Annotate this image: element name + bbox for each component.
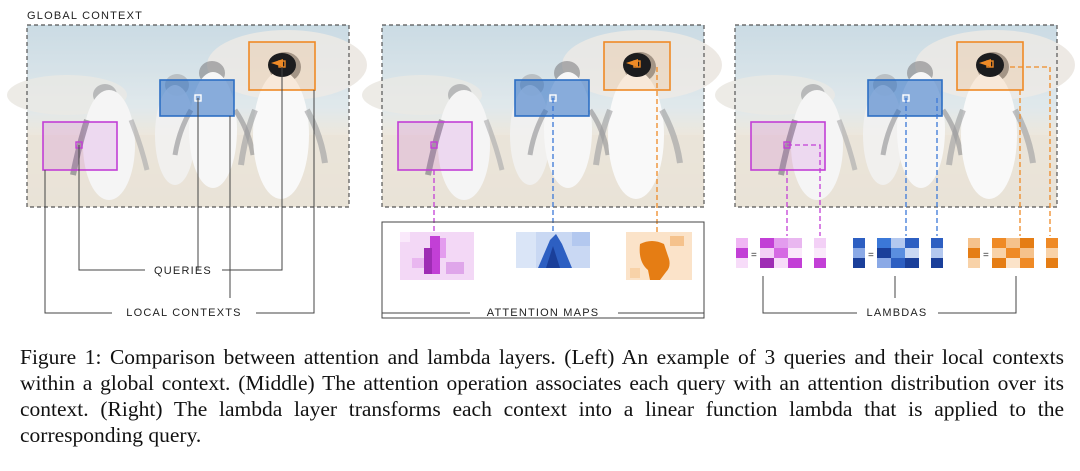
attention-map-orange — [626, 232, 692, 280]
lambda-image-frame — [734, 24, 1058, 208]
lambda-image — [715, 25, 1075, 207]
local-context-magenta — [42, 121, 118, 171]
global-context-frame — [26, 24, 350, 208]
svg-text:=: = — [868, 250, 874, 261]
lambda-blue: = — [853, 238, 943, 268]
queries-label: QUERIES — [154, 265, 212, 277]
global-context-image — [7, 25, 367, 207]
attention-maps-box — [381, 221, 705, 319]
figure-1: GLOBAL CONTEXT QUERIES LOCAL CONTEXTS — [0, 10, 1080, 319]
figure-caption: Figure 1: Comparison between attention a… — [20, 345, 1064, 447]
svg-text:=: = — [983, 250, 989, 261]
svg-text:=: = — [751, 250, 757, 261]
lambda-magenta: = — [736, 238, 826, 268]
attention-maps-label: ATTENTION MAPS — [487, 307, 600, 319]
lambdas-bracket — [762, 276, 1017, 314]
global-context-label: GLOBAL CONTEXT — [27, 10, 143, 22]
lambda-orange: = — [968, 238, 1058, 268]
queries-bracket — [78, 67, 283, 271]
local-context-blue — [159, 79, 235, 117]
lambda-connectors — [786, 66, 1051, 236]
local-contexts-label: LOCAL CONTEXTS — [126, 307, 241, 319]
attention-map-magenta — [400, 232, 474, 280]
attention-image — [362, 25, 722, 207]
local-contexts-bracket — [44, 90, 315, 314]
lambdas-label: LAMBDAS — [867, 307, 928, 319]
attention-image-frame — [381, 24, 705, 208]
attention-map-blue — [516, 232, 590, 268]
